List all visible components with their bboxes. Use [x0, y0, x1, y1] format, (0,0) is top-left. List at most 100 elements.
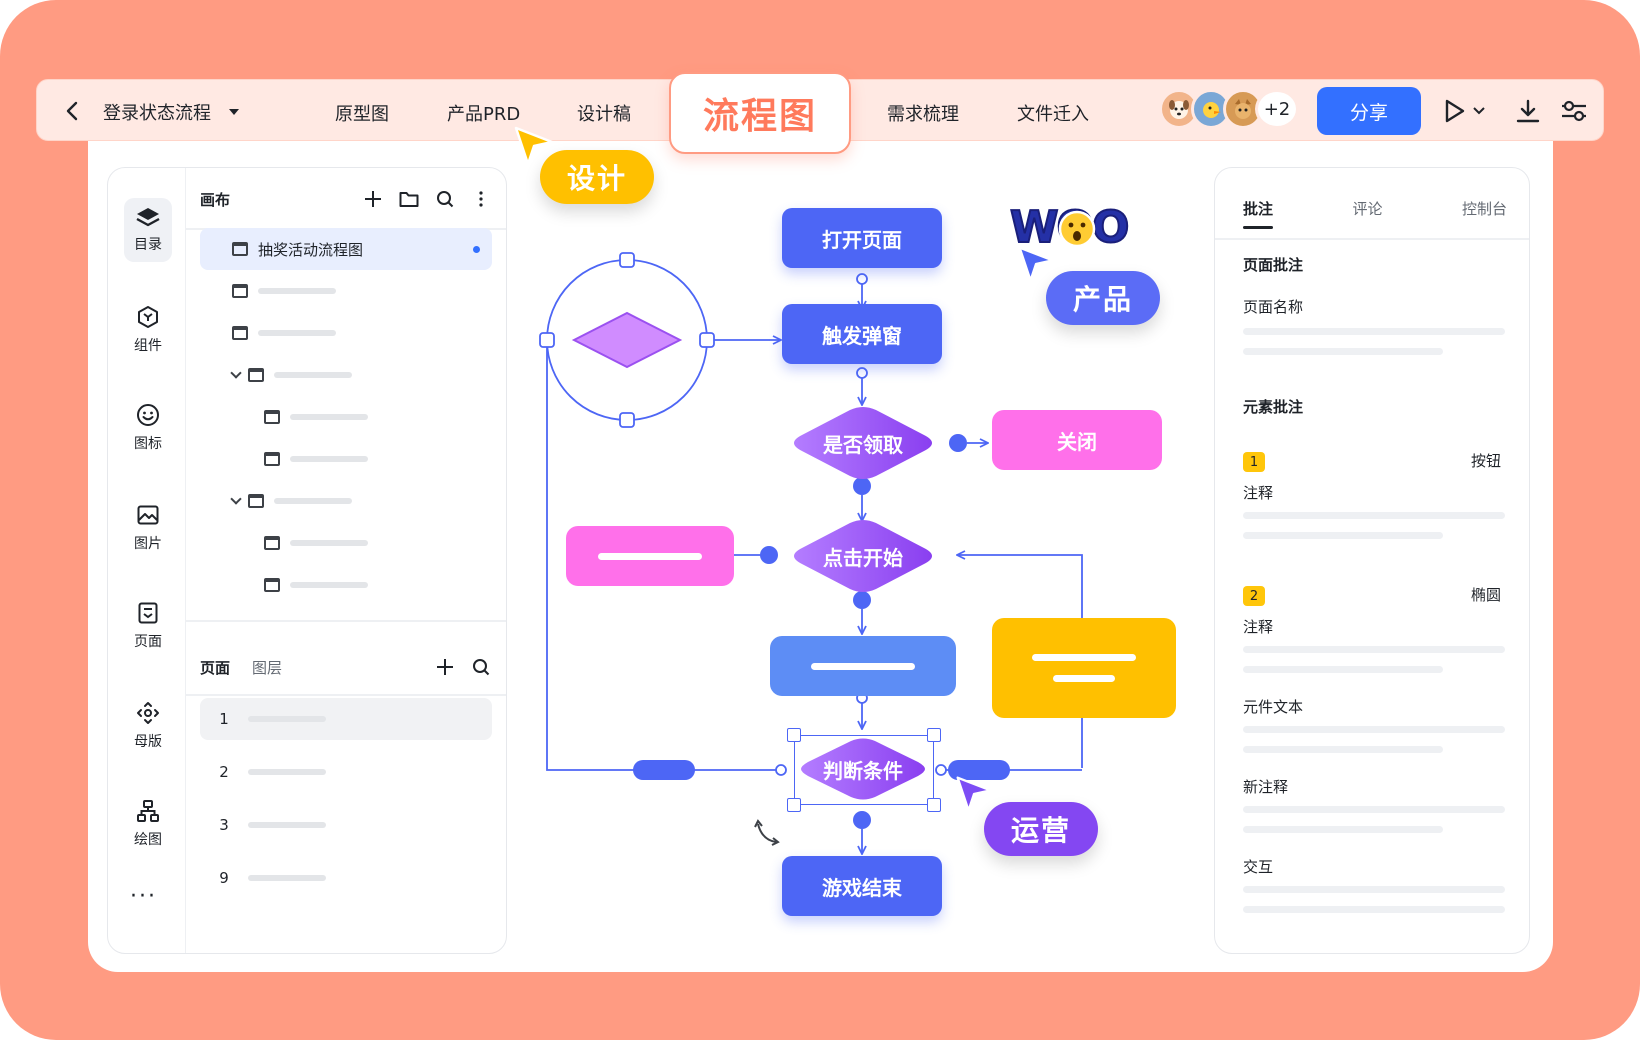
- play-options-dropdown[interactable]: [1469, 94, 1489, 128]
- node-game-over[interactable]: 游戏结束: [782, 856, 942, 916]
- tree-item[interactable]: [200, 522, 368, 564]
- annotation-badge[interactable]: 2: [1243, 586, 1265, 606]
- placeholder-bar: [1243, 806, 1505, 813]
- plus-icon: [437, 659, 453, 675]
- annotation-note-label[interactable]: 注释: [1243, 484, 1274, 502]
- node-open-page[interactable]: 打开页面: [782, 208, 942, 268]
- window-icon: [248, 368, 264, 382]
- tab-design[interactable]: 设计稿: [577, 104, 631, 125]
- download-button[interactable]: [1511, 94, 1545, 128]
- node-judge-condition[interactable]: 判断条件: [787, 728, 941, 812]
- flowchart-svg: [539, 252, 1083, 940]
- resize-handle[interactable]: [927, 728, 941, 742]
- divider: [1215, 238, 1529, 240]
- interaction-label[interactable]: 交互: [1243, 858, 1274, 876]
- cursor-blue-icon: [1018, 246, 1054, 282]
- back-button[interactable]: [59, 98, 85, 124]
- more-vertical-icon: [479, 191, 483, 207]
- node-blue-placeholder[interactable]: [770, 636, 956, 696]
- master-icon: [137, 702, 159, 724]
- rail-item-images[interactable]: 图片: [124, 496, 172, 560]
- resize-handle[interactable]: [787, 798, 801, 812]
- play-button[interactable]: [1437, 94, 1471, 128]
- rotate-cursor-icon: [754, 819, 780, 846]
- play-icon: [1445, 99, 1465, 123]
- tree-item[interactable]: [200, 396, 368, 438]
- annotation-note-label[interactable]: 注释: [1243, 618, 1274, 636]
- placeholder-bar: [1053, 675, 1115, 682]
- page-number: 1: [219, 710, 229, 728]
- pages-header: 页面 图层: [200, 652, 492, 682]
- collaborator-avatars[interactable]: +2: [1159, 89, 1299, 129]
- document-title-dropdown[interactable]: 登录状态流程: [103, 99, 239, 125]
- page-row[interactable]: 9: [200, 857, 492, 899]
- node-yellow-placeholder[interactable]: [992, 618, 1176, 718]
- woo-sticker[interactable]: WOO: [1009, 200, 1150, 256]
- placeholder-bar: [1243, 826, 1443, 833]
- new-folder-button[interactable]: [398, 188, 420, 210]
- search-canvas-button[interactable]: [434, 188, 456, 210]
- rail-label: 图标: [134, 436, 162, 452]
- tree-item-selected[interactable]: 抽奖活动流程图: [200, 228, 492, 270]
- settings-button[interactable]: [1557, 94, 1591, 128]
- node-label: 判断条件: [823, 758, 903, 783]
- connector-label-pill[interactable]: [633, 760, 695, 780]
- connector-label-pill[interactable]: [948, 760, 1010, 780]
- tab-requirements[interactable]: 需求梳理: [887, 104, 959, 125]
- page-name-label[interactable]: 页面名称: [1243, 298, 1304, 316]
- rail-label: 图片: [134, 536, 162, 552]
- add-page-button[interactable]: [434, 656, 456, 678]
- canvas-menu-button[interactable]: [470, 188, 492, 210]
- placeholder-bar: [290, 540, 368, 546]
- share-button[interactable]: 分享: [1317, 87, 1421, 135]
- window-icon: [232, 242, 248, 256]
- tree-item[interactable]: [200, 438, 368, 480]
- page-row[interactable]: 1: [200, 698, 492, 740]
- tab-console[interactable]: 控制台: [1461, 200, 1507, 218]
- tab-flowchart[interactable]: 流程图: [669, 72, 851, 154]
- rail-item-directory[interactable]: 目录: [124, 198, 172, 262]
- page-row[interactable]: 3: [200, 804, 492, 846]
- flowchart-canvas[interactable]: 打开页面 触发弹窗 是否领取 关闭 点击开始 判断条件: [510, 150, 1190, 940]
- component-text-label[interactable]: 元件文本: [1243, 698, 1304, 716]
- search-pages-button[interactable]: [470, 656, 492, 678]
- tree-group[interactable]: [200, 354, 352, 396]
- tree-item[interactable]: [200, 312, 336, 354]
- resize-handle[interactable]: [927, 798, 941, 812]
- chevron-down-icon[interactable]: [230, 493, 242, 505]
- page-row[interactable]: 2: [200, 751, 492, 793]
- annotation-type: 椭圆: [1470, 586, 1501, 604]
- rail-item-icons[interactable]: 图标: [124, 396, 172, 460]
- page-annotation-heading: 页面批注: [1243, 256, 1304, 274]
- tab-annotations[interactable]: 批注: [1243, 200, 1274, 229]
- tree-item[interactable]: [200, 270, 336, 312]
- tree-item[interactable]: [200, 564, 368, 606]
- tab-comments[interactable]: 评论: [1352, 200, 1383, 218]
- rail-item-components[interactable]: 组件: [124, 298, 172, 362]
- tab-layers[interactable]: 图层: [252, 658, 283, 677]
- tab-product-prd[interactable]: 产品PRD: [447, 104, 521, 125]
- tab-prototype[interactable]: 原型图: [335, 104, 389, 125]
- rail-item-master[interactable]: 母版: [124, 694, 172, 758]
- tab-file-import[interactable]: 文件迁入: [1017, 104, 1089, 125]
- node-trigger-popup[interactable]: 触发弹窗: [782, 304, 942, 364]
- node-click-start[interactable]: 点击开始: [790, 518, 936, 594]
- rail-label: 母版: [134, 734, 162, 750]
- folder-icon: [399, 192, 419, 207]
- tree-group[interactable]: [200, 480, 352, 522]
- chevron-down-icon[interactable]: [230, 367, 242, 379]
- diamond-shape: [801, 738, 925, 800]
- diamond-node-in-circle[interactable]: [539, 252, 715, 428]
- window-icon: [264, 536, 280, 550]
- rail-item-pages[interactable]: 页面: [124, 594, 172, 658]
- rail-item-drawing[interactable]: 绘图: [124, 792, 172, 856]
- node-claim-decision[interactable]: 是否领取: [790, 405, 936, 481]
- node-pink-placeholder[interactable]: [566, 526, 734, 586]
- node-close[interactable]: 关闭: [992, 410, 1162, 470]
- tab-pages[interactable]: 页面: [200, 658, 231, 677]
- new-note-label[interactable]: 新注释: [1243, 778, 1289, 796]
- resize-handle[interactable]: [787, 728, 801, 742]
- more-icon[interactable]: ···: [130, 884, 157, 909]
- annotation-badge[interactable]: 1: [1243, 452, 1265, 472]
- add-canvas-button[interactable]: [362, 188, 384, 210]
